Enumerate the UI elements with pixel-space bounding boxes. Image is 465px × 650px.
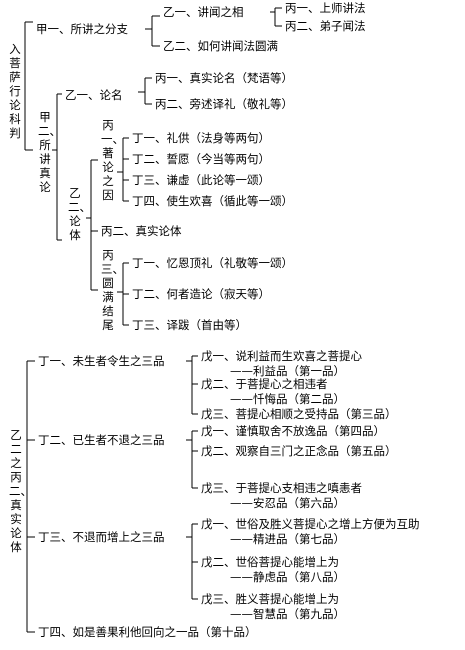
node-ding2-wu3: 戊三、于菩提心支相违之嗔恚者 — [201, 481, 362, 495]
node-ding1: 丁一、未生者令生之三品 — [38, 354, 165, 368]
node-ding2-wu1: 戊一、谨慎取舍不放逸品（第四品） — [201, 424, 385, 438]
bracket-jia2 — [52, 93, 62, 241]
node-ding3: 丁三、不退而增上之三品 — [38, 530, 165, 544]
bracket-jia2-yi1 — [138, 77, 152, 105]
node-ding2-wu3-sub: ——安忍品（第六品） — [230, 496, 345, 510]
node-ding1-wu2: 戊二、于菩提心之相违者 — [201, 377, 328, 391]
bracket-ding1 — [186, 355, 198, 415]
node-bing1: 丙一、著论之因 — [101, 118, 124, 202]
node-jia2-yi1-bing1: 丙一、真实论名（梵语等） — [155, 71, 293, 85]
node-bing1-ding3: 丁三、谦虚（此论等一颂） — [132, 173, 270, 187]
part1-title: 入菩萨行论科判 — [9, 42, 21, 140]
node-ding3-wu1: 戊一、世俗及胜义菩提心之增上方便为互助 — [201, 517, 420, 531]
bracket-bing1 — [117, 137, 129, 202]
bracket-ding2 — [186, 430, 198, 489]
bracket-yi1 — [270, 7, 282, 27]
node-ding3-wu3-sub: ——智慧品（第九品） — [230, 607, 345, 621]
node-ding3-wu1-sub: ——精进品（第七品） — [230, 532, 345, 546]
part2-title: 乙二之丙二、真实论体 — [9, 428, 32, 554]
bracket-ding3 — [186, 523, 198, 600]
node-jia1: 甲一、所讲之分支 — [36, 22, 128, 36]
node-bing3: 丙三、圆满结尾 — [101, 248, 124, 332]
node-ding1-wu1: 戊一、说利益而生欢喜之菩提心 — [201, 349, 362, 363]
node-ding4: 丁四、如是善果利他回向之一品（第十品） — [38, 625, 257, 639]
node-ding3-wu2-sub: ——静虑品（第八品） — [230, 570, 345, 584]
node-jia1-yi1-bing1: 丙一、上师讲法 — [285, 1, 366, 15]
bracket-bing3 — [117, 262, 129, 326]
node-bing3-ding3: 丁三、译跋（首由等） — [132, 318, 247, 332]
node-ding3-wu2: 戊二、世俗菩提心能增上为 — [201, 555, 339, 569]
bracket-jia2-yi2 — [86, 159, 98, 291]
node-ding2: 丁二、已生者不退之三品 — [38, 433, 165, 447]
node-ding2-wu2: 戊二、观察自三门之正念品（第五品） — [201, 444, 397, 458]
node-ding1-wu1-sub: ——利益品（第一品） — [230, 364, 345, 378]
node-bing1-ding4: 丁四、使生欢喜（循此等一颂） — [132, 194, 293, 208]
node-bing3-ding1: 丁一、忆恩顶礼（礼敬等一颂） — [132, 256, 293, 270]
node-jia2-yi1-bing2: 丙二、旁述译礼（敬礼等） — [155, 97, 293, 111]
node-jia1-yi2: 乙二、如何讲闻法圆满 — [163, 39, 278, 53]
node-jia1-yi1-bing2: 丙二、弟子闻法 — [285, 19, 366, 33]
bracket-jia1 — [145, 15, 160, 47]
node-ding1-wu2-sub: ——忏悔品（第二品） — [230, 392, 345, 406]
node-bing3-ding2: 丁二、何者造论（寂天等） — [132, 287, 270, 301]
node-ding1-wu3: 戊三、菩提心相顺之受持品（第三品） — [201, 407, 397, 421]
node-jia2: 甲二、所讲真论 — [38, 110, 61, 194]
node-jia2-yi1: 乙一、论名 — [65, 88, 123, 102]
node-bing1-ding2: 丁二、誓愿（今当等两句） — [132, 152, 270, 166]
node-jia1-yi1: 乙一、讲闻之相 — [163, 5, 244, 19]
node-bing2: 丙二、真实论体 — [101, 224, 182, 238]
node-ding3-wu3: 戊三、胜义菩提心能增上为 — [201, 592, 339, 606]
node-bing1-ding1: 丁一、礼供（法身等两句） — [132, 131, 270, 145]
node-jia2-yi2: 乙二、论体 — [68, 186, 91, 242]
